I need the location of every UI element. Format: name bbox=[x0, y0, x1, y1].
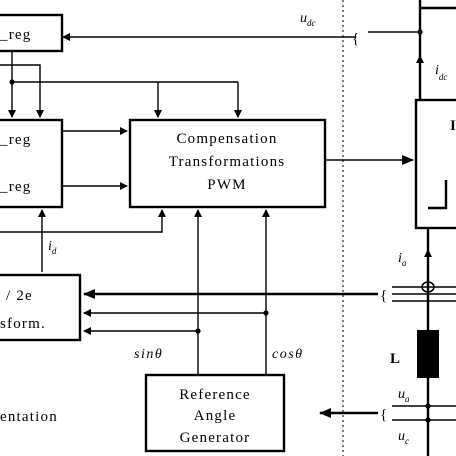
reference-angle-block: Reference Angle Generator bbox=[144, 373, 286, 453]
switch-symbol bbox=[428, 180, 448, 210]
converter-block: I bbox=[414, 98, 456, 230]
inductor-label: L bbox=[390, 351, 400, 367]
dc-junction-dot bbox=[417, 29, 423, 35]
ia-label: ia bbox=[398, 251, 407, 268]
transform-line-1: / 2e bbox=[6, 288, 33, 304]
sin-theta-label: sinθ bbox=[134, 347, 163, 362]
transform-line-2: sform. bbox=[0, 316, 46, 332]
top-regulator-block: _reg bbox=[0, 13, 64, 53]
middle-regulator-label-2: _reg bbox=[0, 179, 31, 195]
middle-regulator-block: _reg _reg bbox=[0, 118, 64, 209]
inductor-symbol bbox=[417, 330, 439, 378]
compensation-line-2: Transformations bbox=[169, 154, 286, 170]
uc-label: uc bbox=[398, 429, 409, 446]
side-wire bbox=[0, 64, 44, 118]
top-regulator-label: _reg bbox=[0, 27, 31, 43]
idc-label: idc bbox=[435, 63, 447, 82]
transform-block: / 2e sform. bbox=[0, 273, 82, 342]
orientation-text: entation bbox=[0, 409, 58, 425]
compensation-line-1: Compensation bbox=[176, 131, 277, 147]
id-to-comp-wire bbox=[0, 209, 166, 233]
converter-label: I bbox=[450, 118, 456, 134]
compensation-line-3: PWM bbox=[207, 177, 246, 193]
ua-junction-dot bbox=[425, 403, 431, 409]
udc-label: udc bbox=[300, 11, 316, 28]
compensation-block: Compensation Transformations PWM bbox=[128, 118, 327, 209]
reference-line-2: Angle bbox=[194, 408, 237, 424]
middle-regulator-label-1: _reg bbox=[0, 132, 31, 148]
cos-theta-label: cosθ bbox=[272, 347, 304, 362]
uc-junction-dot bbox=[425, 417, 431, 423]
reference-line-3: Generator bbox=[180, 430, 251, 446]
brace-udc: { bbox=[352, 31, 359, 47]
brace-voltage: { bbox=[380, 407, 387, 423]
current-sensor-ring bbox=[421, 281, 435, 293]
ua-label: ua bbox=[398, 387, 410, 404]
reference-line-1: Reference bbox=[179, 387, 251, 403]
id-label: id bbox=[48, 239, 57, 256]
brace-current: { bbox=[380, 288, 387, 304]
